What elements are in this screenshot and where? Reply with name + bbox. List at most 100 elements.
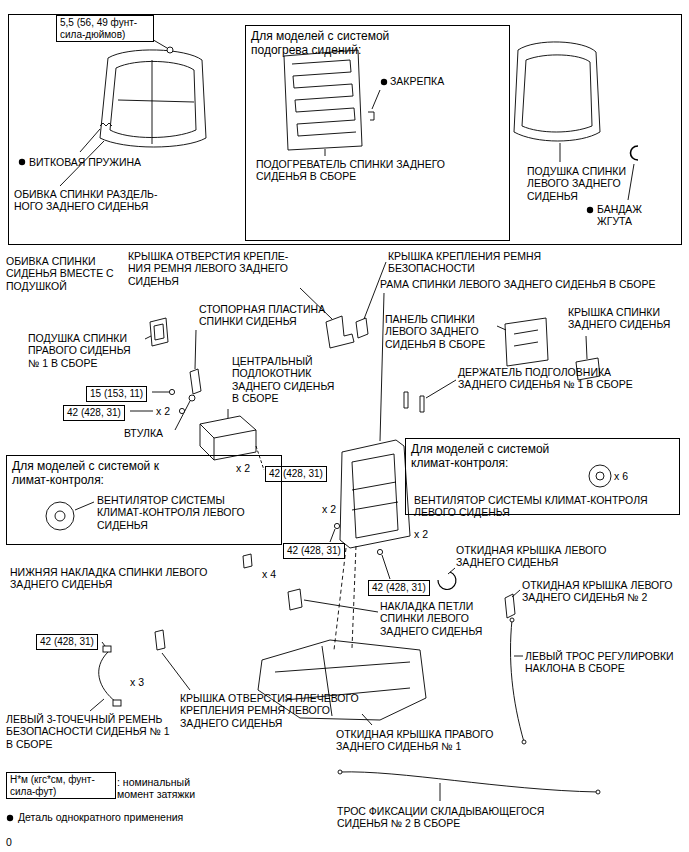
torque-box: 5,5 (56, 49 фунт-сила-дюймов) [56, 15, 154, 42]
headrest-cushion [145, 318, 168, 346]
recline-cable [511, 620, 525, 742]
seat-heater [325, 149, 326, 156]
quantity-label: x 4 [262, 568, 276, 580]
part-label: КРЫШКА КРЕПЛЕНИЯ РЕМНЯ БЕЗОПАСНОСТИ [388, 250, 558, 275]
label-anchor: ЛЕВЫЙ 3-ТОЧЕЧНЫЙ РЕМЕНЬ БЕЗОПАСНОСТИ СИД… [6, 713, 178, 750]
quantity-label: x 6 [614, 470, 628, 482]
harness-clamp [631, 146, 639, 160]
hinge-cover [304, 600, 378, 612]
harness-clamp [628, 164, 634, 200]
label-anchor: КРЫШКА ОТВЕРСТИЯ КРЕПЛЕ-НИЯ РЕМНЯ ЛЕВОГО… [128, 250, 306, 287]
quantity-label: x 2 [414, 528, 428, 540]
lock-plate [195, 330, 196, 369]
lock-plate [190, 369, 201, 394]
group-heading: Для моделей с системой климат-контроля: [406, 439, 591, 474]
label-anchor: КРЫШКА СПИНКИ ЗАДНЕГО СИДЕНЬЯ [568, 306, 680, 331]
seat-belt [103, 646, 111, 652]
part-label: ЛЕВЫЙ ТРОС РЕГУЛИРОВКИ НАКЛОНА В СБОРЕ [525, 650, 680, 675]
label-anchor: ДЕРЖАТЕЛЬ ПОДГОЛОВНИКА ЗАДНЕГО СИДЕНЬЯ №… [458, 366, 658, 391]
belt-cover [364, 262, 386, 319]
shoulder-cover [162, 653, 190, 690]
armrest [200, 409, 264, 470]
headrest-holder [426, 380, 456, 398]
legend-text: Деталь однократного применения [18, 811, 183, 823]
shoulder-cover [155, 630, 190, 690]
part-label: РАМА СПИНКИ ЛЕВОГО ЗАДНЕГО СИДЕНЬЯ В СБО… [380, 278, 655, 290]
seat-belt [99, 652, 116, 702]
legend-sample-text: Н*м (кгс*см, фунт-сила-фут) [10, 774, 112, 797]
single-use-mark [19, 159, 25, 165]
group-heading: Для моделей с системой к лимат-контроля: [7, 456, 192, 491]
quantity-label: x 2 [236, 462, 250, 474]
part-label: ДЕРЖАТЕЛЬ ПОДГОЛОВНИКА ЗАДНЕГО СИДЕНЬЯ №… [458, 366, 658, 391]
lock-plate [175, 401, 190, 430]
back-panel [505, 318, 548, 366]
headrest-holder [420, 396, 424, 412]
fold-cover [505, 594, 515, 618]
fold-cable [340, 772, 598, 792]
ventilation-fan [589, 465, 611, 487]
torque-value: 5,5 (56, 49 фунт-сила-дюймов) [60, 17, 150, 40]
torque-value: 42 (428, 31) [269, 468, 323, 480]
torque-value: 42 (428, 31) [40, 636, 94, 648]
part-label: ПАНЕЛЬ СПИНКИ ЛЕВОГО ЗАДНЕГО СИДЕНЬЯ В С… [385, 313, 495, 350]
bolt [169, 389, 174, 394]
label-anchor: ПОДУШКА СПИНКИ ЛЕВОГО ЗАДНЕГО СИДЕНЬЯ [527, 165, 642, 202]
headrest-holder [404, 392, 408, 408]
label-anchor: x 2 [156, 405, 170, 417]
lower-trim [243, 554, 252, 568]
group-heading: Для моделей с системой подогрева сидений… [246, 26, 431, 61]
label-anchor: x 2 [322, 503, 336, 515]
label-anchor: НАКЛАДКА ПЕТЛИ СПИНКИ ЛЕВОГО ЗАДНЕГО СИД… [380, 600, 500, 637]
seat-back-frame [334, 523, 339, 528]
bolt [179, 408, 184, 413]
armrest [228, 409, 229, 418]
lock-plate [189, 395, 195, 401]
bolt [130, 411, 153, 412]
label-anchor: x 3 [130, 676, 144, 688]
torque-value: 42 (428, 31) [287, 545, 341, 557]
hinge-cover [288, 589, 302, 610]
seat-heater [372, 90, 380, 109]
seat-back-frame [380, 293, 384, 441]
seat-back-cover [110, 61, 196, 137]
belt-cover [356, 318, 368, 338]
label-anchor: ЛЕВЫЙ ТРОС РЕГУЛИРОВКИ НАКЛОНА В СБОРЕ [525, 650, 680, 675]
headrest-holder [404, 380, 456, 412]
label-anchor: x 6 [614, 470, 628, 482]
seat-back-frame [352, 482, 398, 510]
part-label: ЗАКРЕПКА [390, 75, 444, 87]
torque-value: 15 (153, 11) [90, 388, 143, 400]
part-label: ОТКИДНАЯ КРЫШКА ЛЕВОГО ЗАДНЕГО СИДЕНЬЯ [456, 544, 626, 569]
label-anchor: ОТКИДНАЯ КРЫШКА ЛЕВОГО ЗАДНЕГО СИДЕНЬЯ [456, 544, 626, 569]
part-label: КРЫШКА ОТВЕРСТИЯ ПЛЕЧЕВОГО КРЕПЛЕНИЯ РЕМ… [180, 692, 370, 729]
part-label: ПОДОГРЕВАТЕЛЬ СПИНКИ ЗАДНЕГО СИДЕНЬЯ В С… [256, 158, 471, 183]
single-use-mark [587, 207, 593, 213]
seat-back-cover [118, 60, 194, 144]
armrest [200, 416, 256, 460]
seat-heater [284, 50, 380, 156]
lower-trim [243, 554, 252, 568]
part-label: НИЖНЯЯ НАКЛАДКА СПИНКИ ЛЕВОГО ЗАДНЕГО СИ… [10, 566, 235, 591]
label-anchor: СТОПОРНАЯ ПЛАСТИНА СПИНКИ СИДЕНЬЯ [199, 303, 334, 328]
single-use-mark [7, 815, 13, 821]
part-label: ОБИВКА СПИНКИ РАЗДЕЛЬ-НОГО ЗАДНЕГО СИДЕН… [14, 188, 179, 213]
part-label: ЦЕНТРАЛЬНЫЙ ПОДЛОКОТНИК ЗАДНЕГО СИДЕНЬЯ … [232, 355, 344, 405]
label-anchor: ПОДОГРЕВАТЕЛЬ СПИНКИ ЗАДНЕГО СИДЕНЬЯ В С… [256, 158, 471, 183]
torque-box: 42 (428, 31) [63, 405, 125, 421]
seat-belt [90, 642, 121, 711]
label-anchor: ОТКИДНАЯ КРЫШКА ПРАВОГО ЗАДНЕГО СИДЕНЬЯ … [336, 728, 511, 753]
label-anchor: ОТКИДНАЯ КРЫШКА ЛЕВОГО ЗАДНЕГО СИДЕНЬЯ №… [522, 579, 682, 604]
seat-back-frame [340, 440, 410, 548]
torque-value: 42 (428, 31) [372, 582, 426, 594]
label-anchor: ВИТКОВАЯ ПРУЖИНА [29, 156, 141, 168]
torque-box: 42 (428, 31) [36, 634, 98, 650]
legend-entry: Деталь однократного применения [18, 811, 183, 823]
coil-spring [100, 123, 112, 126]
label-anchor: x 2 [236, 462, 250, 474]
part-label: БАНДАЖ ЖГУТА [597, 203, 657, 228]
ventilation-fan [75, 502, 94, 510]
fold-cable [440, 783, 441, 801]
ventilation-fan [46, 502, 74, 530]
